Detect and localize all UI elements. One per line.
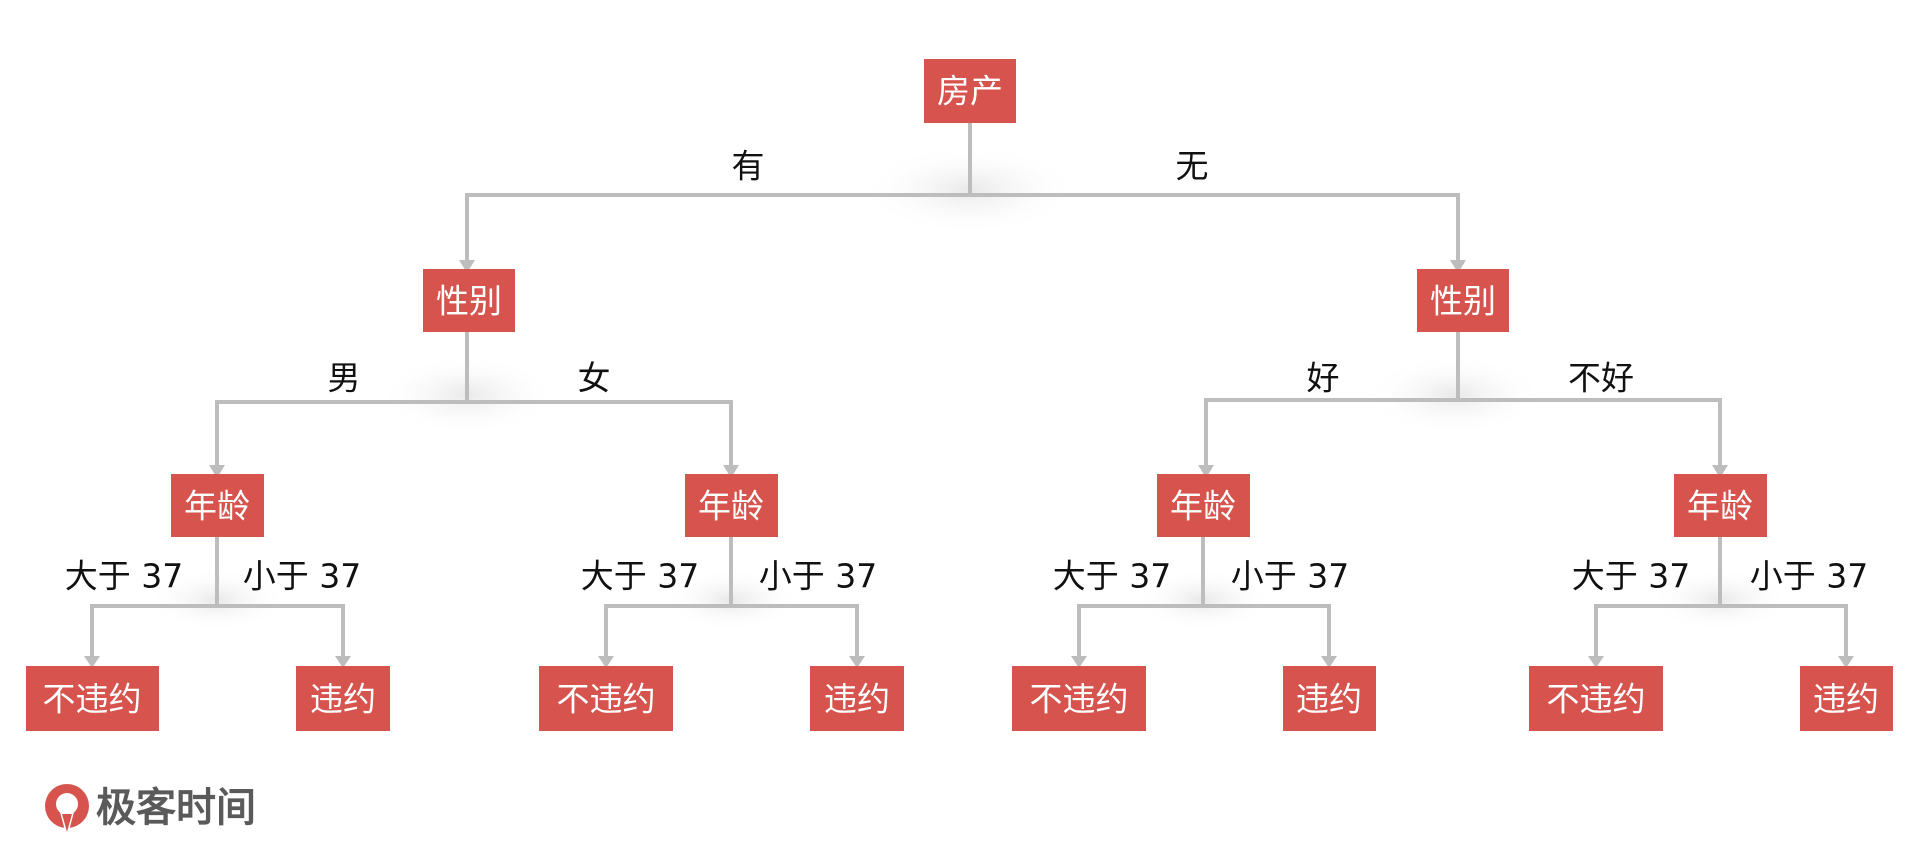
branch-label-over-37: 大于 37 (1572, 557, 1690, 596)
leaf-node-label: 不违约 (1547, 680, 1646, 719)
branch-label-over-37: 大于 37 (65, 557, 183, 596)
arrow-head (459, 260, 475, 273)
brand-name: 极客时间 (96, 785, 256, 831)
age-node: 年龄 (1157, 474, 1250, 537)
leaf-node-label: 违约 (310, 680, 376, 719)
branch-label-under-37: 小于 37 (243, 557, 361, 596)
leaf-node-label: 不违约 (1030, 680, 1129, 719)
branch-label-under-37: 小于 37 (759, 557, 877, 596)
arrow-head (84, 656, 100, 668)
connector-shadows (147, 145, 1790, 632)
arrow-head (849, 656, 865, 668)
gender-node-left-label: 性别 (436, 282, 502, 321)
branch-label-has: 有 (732, 147, 765, 186)
arrow-head (1198, 465, 1214, 478)
age-node-label: 年龄 (184, 487, 250, 526)
edge-age-2-to-leaves (604, 537, 859, 660)
age-node-label: 年龄 (1170, 487, 1236, 526)
branch-label-over-37: 大于 37 (581, 557, 699, 596)
tree-edges (84, 123, 1854, 668)
arrow-head (209, 465, 225, 478)
age-node: 年龄 (1674, 474, 1767, 537)
age-node: 年龄 (171, 474, 264, 537)
arrow-head (598, 656, 614, 668)
branch-label-none: 无 (1176, 147, 1209, 186)
branch-label-good: 好 (1307, 359, 1340, 398)
age-node-label: 年龄 (1687, 487, 1753, 526)
leaf-node-no-default: 不违约 (1012, 666, 1146, 731)
branch-label-under-37: 小于 37 (1231, 557, 1349, 596)
arrow-head (1838, 656, 1854, 668)
leaf-node-label: 违约 (1813, 680, 1879, 719)
branch-label-not-good: 不好 (1568, 359, 1634, 398)
leaf-node-no-default: 不违约 (1529, 666, 1663, 731)
leaf-node-label: 不违约 (557, 680, 656, 719)
root-node-label: 房产 (937, 72, 1003, 111)
arrow-head (1450, 260, 1466, 273)
root-node: 房产 (924, 59, 1016, 123)
edge-root-to-gender-right (970, 193, 1460, 263)
leaf-node-label: 违约 (1296, 680, 1362, 719)
arrow-head (723, 465, 739, 478)
edge-age-3-to-leaves (1077, 537, 1331, 660)
edge-gender-left-to-age-2 (467, 400, 733, 468)
edge-labels: 有 无 男 女 好 不好 大于 37 小于 37 大于 37 小于 37 大于 … (65, 147, 1868, 596)
edge-gender-right-to-age-3 (1204, 332, 1460, 468)
edge-age-1-to-leaves (90, 537, 345, 660)
age-node: 年龄 (685, 474, 778, 537)
gender-node-right-label: 性别 (1430, 282, 1496, 321)
brand-logo: 极客时间 (45, 784, 256, 838)
leaf-node-default: 违约 (1800, 666, 1893, 731)
edge-root-to-gender-left (465, 123, 972, 263)
leaf-node-no-default: 不违约 (539, 666, 673, 731)
branch-label-over-37: 大于 37 (1053, 557, 1171, 596)
leaf-node-label: 违约 (824, 680, 890, 719)
geek-time-logo-icon (45, 784, 89, 838)
leaf-node-no-default: 不违约 (26, 666, 159, 731)
gender-node-right: 性别 (1417, 269, 1509, 332)
leaf-node-default: 违约 (296, 666, 390, 731)
gender-node-left: 性别 (423, 269, 515, 332)
arrow-head (1588, 656, 1604, 668)
age-node-label: 年龄 (698, 487, 764, 526)
edge-gender-left-to-age-1 (215, 332, 469, 468)
edge-gender-right-to-age-4 (1458, 398, 1722, 468)
leaf-node-default: 违约 (1283, 666, 1376, 731)
arrow-head (1712, 465, 1728, 478)
arrow-head (335, 656, 351, 668)
branch-label-male: 男 (328, 359, 361, 398)
arrow-head (1321, 656, 1337, 668)
edge-age-4-to-leaves (1594, 537, 1848, 660)
leaf-node-label: 不违约 (43, 680, 142, 719)
leaf-node-default: 违约 (810, 666, 904, 731)
arrow-head (1071, 656, 1087, 668)
branch-label-female: 女 (578, 359, 611, 398)
branch-label-under-37: 小于 37 (1750, 557, 1868, 596)
